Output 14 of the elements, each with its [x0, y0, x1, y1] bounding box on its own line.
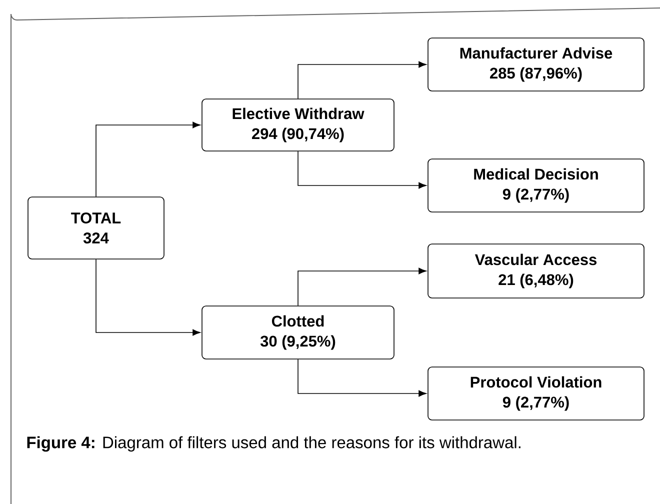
- caption: Figure 4: Diagram of filters used and the reasons for its withdrawal.: [27, 436, 520, 452]
- process-box: Manufacturer Advise 285 (87,96%): [428, 38, 644, 92]
- process-box: Vascular Access 21 (6,48%): [428, 244, 644, 298]
- process-box: TOTAL 324: [28, 196, 164, 260]
- process-box: Elective Withdraw 294 (90,74%): [202, 98, 394, 152]
- arrow: [96, 122, 200, 197]
- arrow: [298, 61, 426, 99]
- process-box: Protocol Violation 9 (2,77%): [428, 366, 644, 420]
- arrow: [298, 151, 426, 189]
- process-box: Clotted 30 (9,25%): [202, 306, 394, 360]
- process-box: Medical Decision 9 (2,77%): [428, 158, 644, 212]
- arrow: [298, 268, 426, 306]
- arrow: [96, 259, 200, 336]
- arrow: [298, 359, 426, 397]
